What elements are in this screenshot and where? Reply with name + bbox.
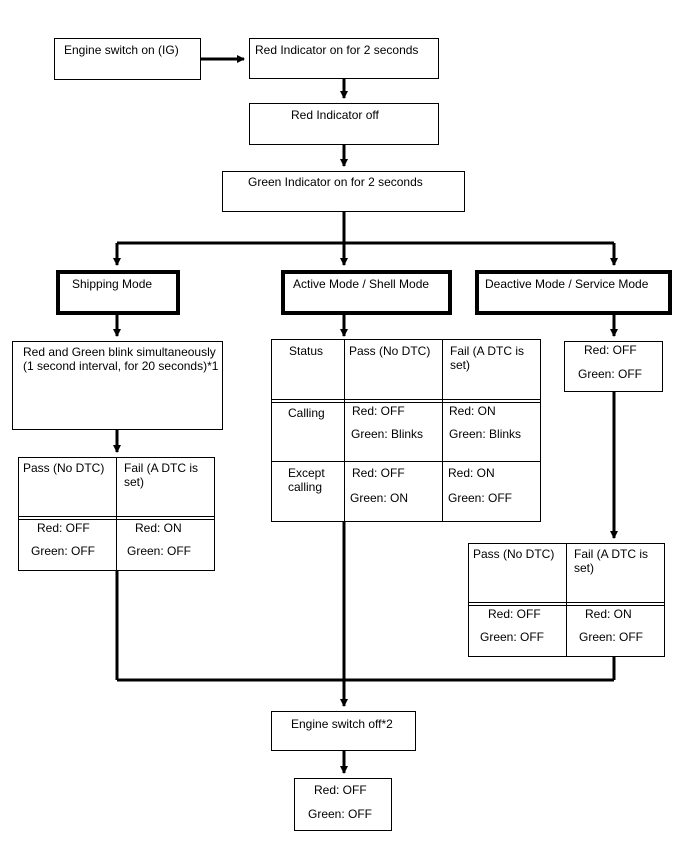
except-fail-red: Red: ON [448, 466, 495, 480]
deactive-green: Green: OFF [578, 367, 643, 381]
deactive-pass-green: Green: OFF [480, 630, 545, 644]
calling-label: Calling [288, 406, 325, 420]
active-pass-header: Pass (No DTC) [349, 344, 431, 358]
deactive-result-table: Pass (No DTC) Fail (A DTC is set) Red: O… [468, 543, 665, 657]
engine-off-label: Engine switch off*2 [291, 717, 393, 731]
shipping-pass-red: Red: OFF [37, 521, 90, 535]
deactive-fail-red: Red: ON [585, 607, 632, 621]
except-fail-green: Green: OFF [448, 491, 513, 505]
calling-fail-green: Green: Blinks [449, 427, 522, 441]
except-calling-label-1: Except [288, 466, 325, 480]
blink-line-1: Red and Green blink simultaneously [23, 345, 216, 359]
active-result-table: Status Pass (No DTC) Fail (A DTC is set)… [271, 339, 541, 522]
engine-on-box: Engine switch on (IG) [54, 38, 201, 80]
deactive-pass-red: Red: OFF [488, 607, 541, 621]
except-calling-label-2: calling [288, 480, 323, 494]
active-status-header: Status [289, 344, 324, 358]
active-fail-header-2: set) [450, 358, 471, 372]
blink-box: Red and Green blink simultaneously (1 se… [12, 341, 223, 430]
red-on-label: Red Indicator on for 2 seconds [255, 43, 419, 57]
except-pass-green: Green: ON [350, 491, 409, 505]
final-green: Green: OFF [308, 807, 373, 821]
deactive-mode-label: Deactive Mode / Service Mode [485, 277, 649, 291]
blink-line-2: (1 second interval, for 20 seconds)*1 [23, 359, 219, 373]
final-red: Red: OFF [314, 783, 367, 797]
green-on-label: Green Indicator on for 2 seconds [248, 175, 423, 189]
shipping-pass-header: Pass (No DTC) [23, 461, 105, 475]
deactive-pass-header: Pass (No DTC) [473, 547, 555, 561]
active-mode-label: Active Mode / Shell Mode [293, 277, 430, 291]
active-mode-box: Active Mode / Shell Mode [281, 270, 452, 315]
deactive-fail-header-2: set) [574, 561, 595, 575]
deactive-mode-box: Deactive Mode / Service Mode [475, 270, 672, 315]
shipping-fail-red: Red: ON [135, 521, 182, 535]
deactive-fail-green: Green: OFF [579, 630, 644, 644]
shipping-result-table: Pass (No DTC) Fail (A DTC is set) Red: O… [18, 457, 215, 571]
shipping-fail-green: Green: OFF [127, 544, 192, 558]
green-on-box: Green Indicator on for 2 seconds [222, 171, 465, 212]
shipping-pass-green: Green: OFF [31, 544, 96, 558]
red-on-box: Red Indicator on for 2 seconds [249, 38, 439, 79]
shipping-mode-box: Shipping Mode [56, 270, 180, 315]
engine-off-box: Engine switch off*2 [271, 711, 416, 751]
deactive-fail-header-1: Fail (A DTC is [574, 547, 649, 561]
final-indicator-box: Red: OFF Green: OFF [294, 778, 392, 831]
deactive-indicator-box: Red: OFF Green: OFF [564, 341, 663, 392]
engine-on-label: Engine switch on (IG) [64, 43, 179, 57]
calling-fail-red: Red: ON [449, 404, 496, 418]
red-off-label: Red Indicator off [291, 108, 379, 122]
shipping-mode-label: Shipping Mode [72, 277, 153, 291]
calling-pass-red: Red: OFF [352, 404, 405, 418]
calling-pass-green: Green: Blinks [351, 427, 424, 441]
shipping-fail-header-2: set) [124, 475, 145, 489]
active-fail-header-1: Fail (A DTC is [450, 344, 525, 358]
deactive-red: Red: OFF [584, 343, 637, 357]
red-off-box: Red Indicator off [249, 103, 439, 145]
except-pass-red: Red: OFF [352, 466, 405, 480]
shipping-fail-header-1: Fail (A DTC is [124, 461, 199, 475]
